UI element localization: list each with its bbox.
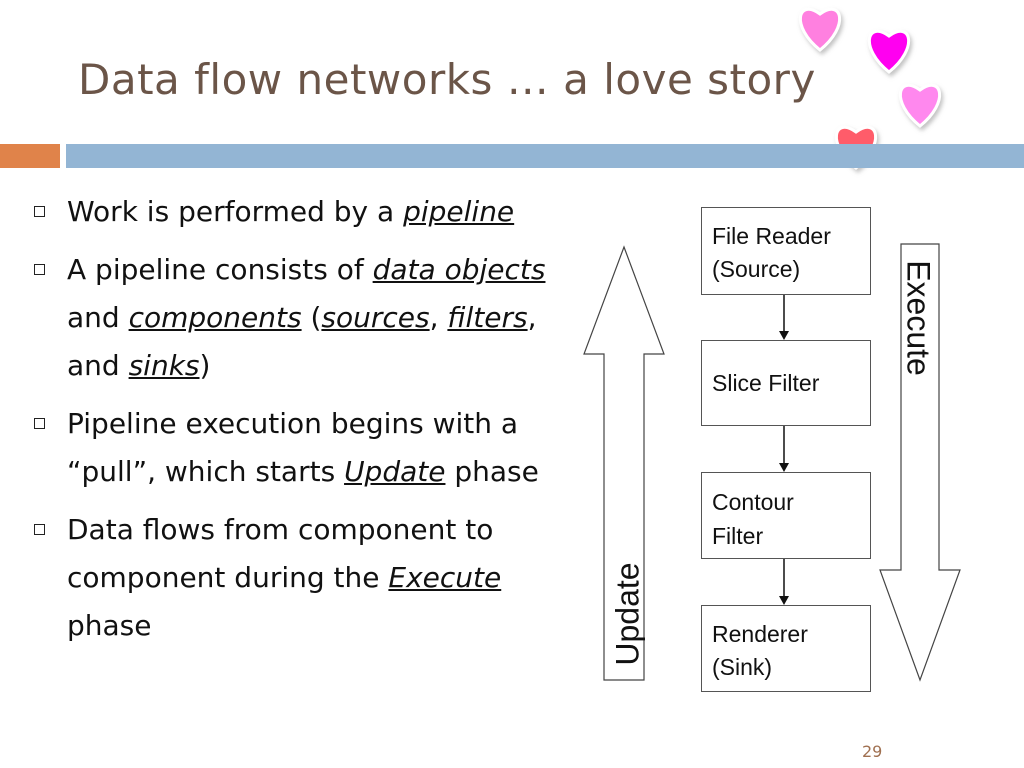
bullet-list: Work is performed by a pipeline A pipelin…	[32, 188, 572, 660]
bullet-text: Pipeline execution begins with a “pull”,…	[67, 407, 519, 488]
connector-arrow	[779, 295, 789, 340]
bullet-text: )	[199, 349, 211, 382]
execute-label: Execute	[900, 260, 937, 376]
node-file-reader: File Reader (Source)	[701, 207, 871, 295]
node-label: Contour	[712, 489, 794, 515]
emphasized-term: filters	[447, 301, 528, 334]
bullet-text: phase	[445, 455, 539, 488]
square-bullet-icon	[34, 264, 45, 275]
bullet-item: Data flows from component to component d…	[32, 506, 572, 650]
slide-title: Data flow networks … a love story	[78, 55, 816, 104]
emphasized-term: components	[128, 301, 302, 334]
node-renderer: Renderer (Sink)	[701, 605, 871, 692]
heart-icon	[899, 83, 941, 128]
bullet-text: Data flows from component to component d…	[67, 513, 494, 594]
square-bullet-icon	[34, 524, 45, 535]
bullet-text: and	[67, 301, 129, 334]
square-bullet-icon	[34, 206, 45, 217]
emphasized-term: Execute	[388, 561, 502, 594]
update-label: Update	[609, 562, 646, 666]
bullet-text: A pipeline consists of	[67, 253, 373, 286]
connector-arrow	[779, 559, 789, 605]
emphasized-term: pipeline	[403, 195, 515, 228]
page-number: 29	[862, 742, 883, 761]
square-bullet-icon	[34, 418, 45, 429]
accent-bar-orange	[0, 144, 60, 168]
bullet-item: Work is performed by a pipeline	[32, 188, 572, 236]
update-arrow	[583, 245, 665, 681]
node-label: Slice Filter	[712, 370, 820, 396]
emphasized-term: data objects	[372, 253, 546, 286]
bullet-item: A pipeline consists of data objects and …	[32, 246, 572, 390]
connector-arrow	[779, 426, 789, 472]
bullet-text: (	[301, 301, 322, 334]
emphasized-term: sinks	[128, 349, 200, 382]
emphasized-term: Update	[344, 455, 446, 488]
bullet-text: phase	[67, 609, 152, 642]
node-slice-filter: Slice Filter	[701, 340, 871, 426]
bullet-text: Work is performed by a	[67, 195, 404, 228]
bullet-text: ,	[429, 301, 448, 334]
node-sublabel: (Source)	[712, 256, 801, 282]
node-label: File Reader	[712, 223, 831, 249]
execute-arrow	[879, 243, 961, 682]
node-sublabel: (Sink)	[712, 654, 773, 680]
bullet-text: , and	[67, 301, 537, 382]
node-label: Renderer	[712, 621, 808, 647]
heart-icon	[799, 7, 841, 52]
emphasized-term: sources	[321, 301, 430, 334]
node-contour-filter: Contour Filter	[701, 472, 871, 559]
accent-bar-blue	[66, 144, 1024, 168]
heart-icon	[868, 29, 910, 74]
node-sublabel: Filter	[712, 523, 764, 549]
bullet-item: Pipeline execution begins with a “pull”,…	[32, 400, 572, 496]
